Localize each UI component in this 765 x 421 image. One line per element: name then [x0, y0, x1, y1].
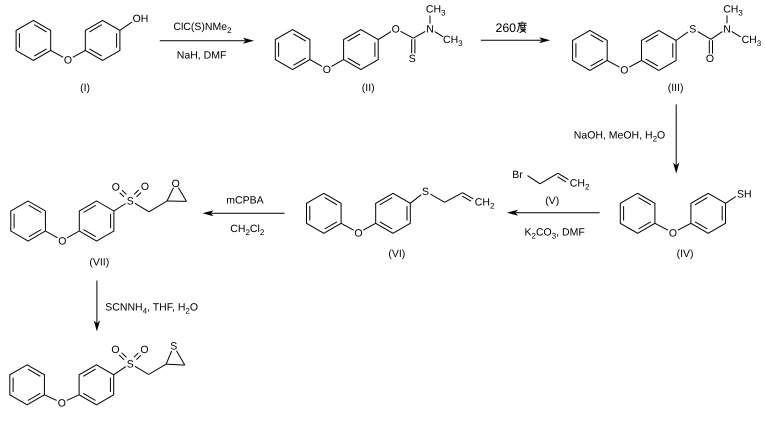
svg-text:O: O: [58, 398, 66, 410]
svg-text:(IV): (IV): [677, 248, 694, 260]
svg-text:O: O: [141, 181, 149, 193]
svg-text:S: S: [689, 24, 696, 36]
svg-text:O: O: [392, 24, 400, 36]
svg-text:(I): (I): [80, 82, 90, 94]
svg-text:O: O: [112, 181, 120, 193]
svg-text:O: O: [64, 55, 72, 67]
svg-text:(VI): (VI): [388, 248, 405, 260]
svg-text:NaOH, MeOH, H2O: NaOH, MeOH, H2O: [574, 130, 665, 144]
svg-text:260: 260: [496, 21, 517, 35]
svg-text:S: S: [409, 53, 416, 65]
svg-text:(V): (V): [545, 195, 559, 207]
svg-text:S: S: [127, 195, 134, 207]
svg-text:S: S: [170, 341, 177, 353]
svg-text:(III): (III): [668, 82, 684, 94]
svg-text:O: O: [354, 228, 362, 240]
svg-text:N: N: [426, 24, 434, 36]
svg-text:O: O: [669, 228, 677, 240]
svg-text:Br: Br: [512, 169, 523, 181]
svg-text:O: O: [111, 344, 119, 356]
svg-text:NaH, DMF: NaH, DMF: [177, 49, 227, 61]
svg-text:SCNNH4, THF, H2O: SCNNH4, THF, H2O: [105, 301, 198, 315]
svg-text:O: O: [58, 235, 66, 247]
svg-text:OH: OH: [133, 13, 149, 25]
svg-text:O: O: [706, 53, 714, 65]
svg-text:N: N: [723, 23, 731, 35]
svg-text:O: O: [140, 344, 148, 356]
svg-text:(VII): (VII): [89, 257, 109, 269]
svg-text:(II): (II): [362, 82, 375, 94]
svg-text:O: O: [620, 65, 628, 77]
svg-text:S: S: [127, 358, 134, 370]
svg-text:mCPBA: mCPBA: [226, 194, 263, 206]
svg-text:SH: SH: [737, 188, 752, 200]
svg-text:S: S: [422, 186, 429, 198]
svg-text:O: O: [323, 64, 331, 76]
svg-text:ClC(S)NMe2: ClC(S)NMe2: [173, 21, 232, 35]
svg-text:O: O: [172, 178, 180, 190]
